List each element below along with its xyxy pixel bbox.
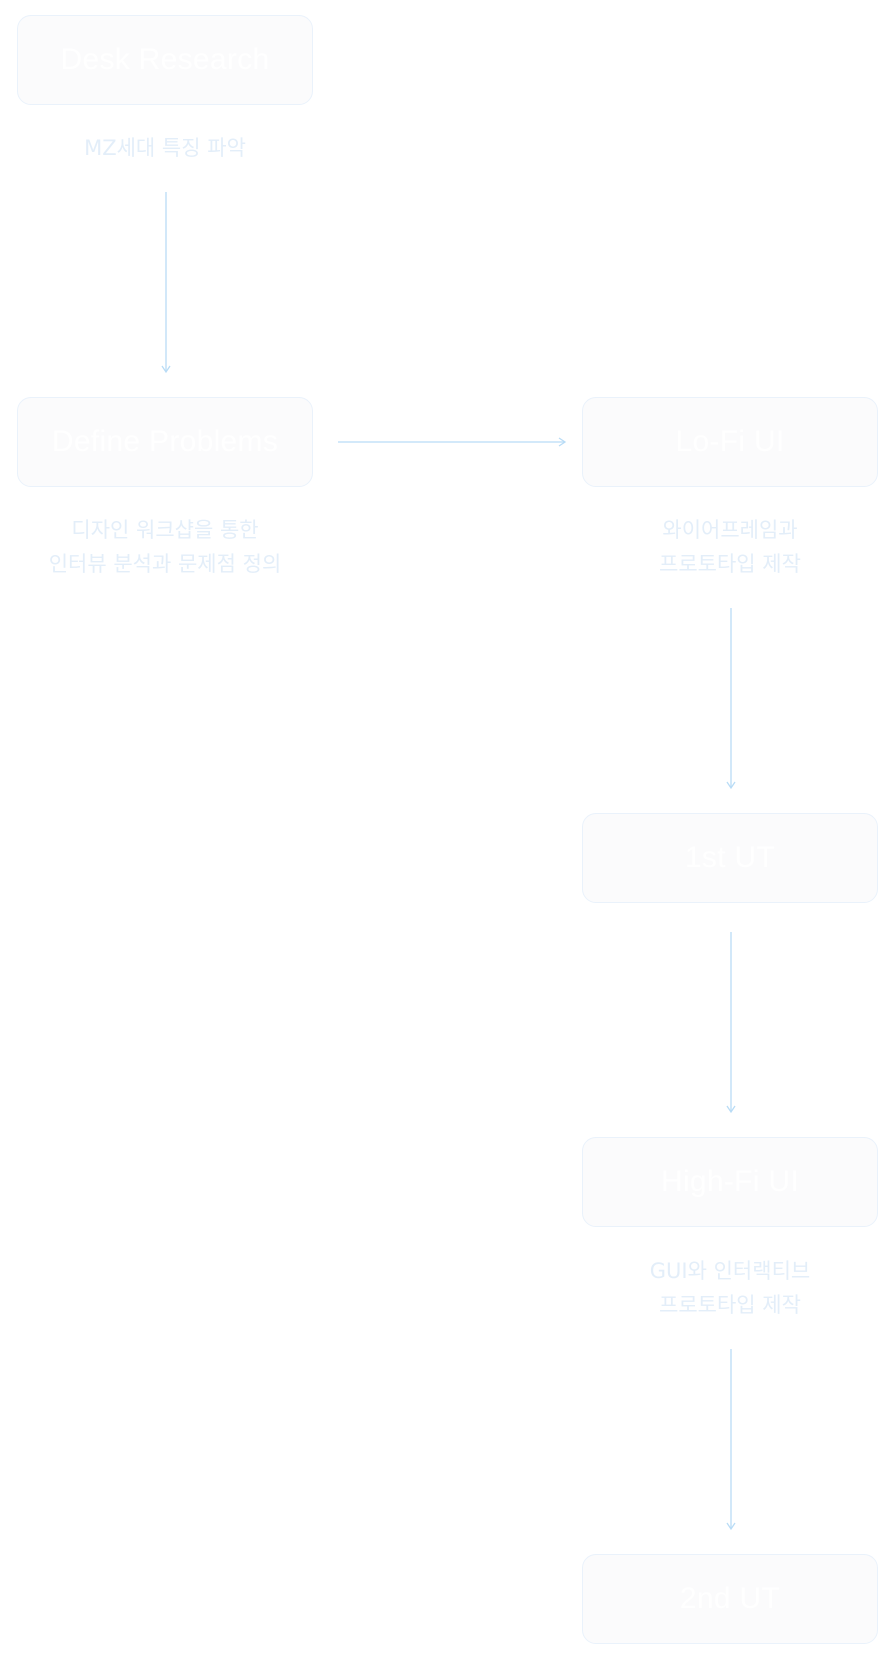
- caption-hifi-ui-line-1: GUI와 인터랙티브: [649, 1259, 811, 1283]
- caption-desk-research: MZ세대 특징 파악: [17, 131, 313, 165]
- node-desk-research: Desk Research: [17, 15, 313, 105]
- caption-define-problems-line-1: 디자인 워크샵을 통한: [71, 518, 259, 542]
- caption-hifi-ui-line-2: 프로토타입 제작: [659, 1293, 801, 1317]
- caption-lofi-ui-line-2: 프로토타입 제작: [659, 552, 801, 576]
- node-lofi-ui-label: Lo-Fi UI: [675, 425, 785, 458]
- caption-define-problems-line-2: 인터뷰 분석과 문제점 정의: [48, 552, 282, 576]
- node-define-problems: Define Problems: [17, 397, 313, 487]
- node-first-ut-label: 1st UT: [684, 841, 776, 874]
- node-lofi-ui: Lo-Fi UI: [582, 397, 878, 487]
- caption-define-problems: 디자인 워크샵을 통한 인터뷰 분석과 문제점 정의: [17, 513, 313, 581]
- node-hifi-ui: High-Fi UI: [582, 1137, 878, 1227]
- node-first-ut: 1st UT: [582, 813, 878, 903]
- node-second-ut: 2nd UT: [582, 1554, 878, 1644]
- caption-lofi-ui-line-1: 와이어프레임과: [662, 518, 798, 542]
- node-define-problems-label: Define Problems: [51, 425, 279, 458]
- node-second-ut-label: 2nd UT: [679, 1582, 781, 1615]
- caption-lofi-ui: 와이어프레임과 프로토타입 제작: [582, 513, 878, 581]
- node-desk-research-label: Desk Research: [60, 43, 270, 76]
- caption-desk-research-line-1: MZ세대 특징 파악: [84, 136, 246, 160]
- node-hifi-ui-label: High-Fi UI: [660, 1165, 799, 1198]
- caption-hifi-ui: GUI와 인터랙티브 프로토타입 제작: [582, 1254, 878, 1322]
